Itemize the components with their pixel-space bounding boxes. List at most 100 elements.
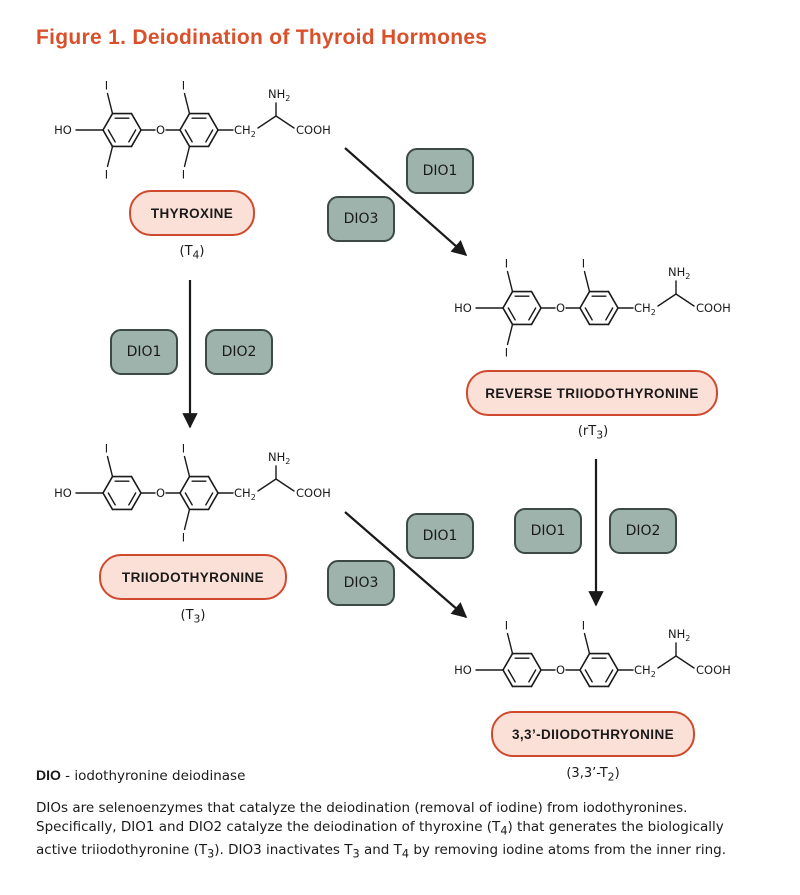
hydroxyl-label: HO	[54, 123, 72, 137]
bond	[130, 492, 142, 511]
enzyme-dio2-t4-t3: DIO2	[205, 329, 273, 375]
bond	[502, 290, 514, 309]
desc-text: ) that generates the biologically active…	[36, 819, 724, 858]
bond	[579, 290, 591, 309]
bond	[102, 475, 114, 494]
bond	[106, 92, 114, 115]
enzyme-dio1-t4-t3: DIO1	[110, 329, 178, 375]
bond	[502, 307, 514, 326]
bond	[179, 129, 191, 148]
legend: DIO - iodothyronine deiodinase	[36, 767, 245, 784]
bond	[257, 478, 277, 492]
abbr-sub: 2	[607, 770, 615, 784]
iodine-label: I	[505, 619, 508, 633]
bond	[506, 323, 514, 346]
description-paragraph: DIOs are selenoenzymes that catalyze the…	[36, 799, 766, 863]
carboxyl-label: COOH	[696, 301, 731, 315]
bond	[530, 669, 542, 688]
bond	[179, 492, 191, 511]
bond	[579, 669, 591, 688]
abbr-triiodothyronine: (T3)	[180, 608, 206, 626]
desc-text: and T	[359, 841, 402, 858]
bond	[257, 115, 277, 129]
desc-sub: 4	[500, 824, 508, 838]
bond	[130, 112, 142, 131]
bond	[179, 475, 191, 494]
bond	[107, 492, 116, 506]
abbr-thyroxine: (T4)	[179, 244, 205, 262]
oxygen-label: O	[556, 663, 565, 677]
bond	[207, 112, 219, 131]
compound-name: REVERSE TRIIODOTHYRONINE	[485, 385, 699, 401]
enzyme-dio2-rt3-t2: DIO2	[609, 508, 677, 554]
bond	[502, 652, 514, 671]
iodine-label: I	[182, 79, 185, 93]
enzyme-dio1-rt3-t2: DIO1	[514, 508, 582, 554]
bond	[530, 290, 542, 309]
carboxyl-label: COOH	[296, 486, 331, 500]
bond	[605, 669, 614, 683]
compound-diiodothyronine: 3,3’-DIIODOTHRYONINE	[491, 711, 695, 757]
iodine-label: I	[182, 167, 185, 181]
iodine-label: I	[582, 257, 585, 271]
bond	[607, 290, 619, 309]
bond	[657, 655, 677, 669]
compound-name: 3,3’-DIIODOTHRYONINE	[511, 726, 675, 742]
enzyme-dio1-t4-rt3: DIO1	[406, 148, 474, 194]
bond	[207, 492, 219, 511]
oxygen-label: O	[156, 486, 165, 500]
desc-sub: 3	[207, 847, 215, 861]
abbr-text: rT	[582, 424, 597, 439]
bond	[607, 307, 619, 326]
abbr-reverse-t3: (rT3)	[577, 424, 609, 442]
bond	[528, 307, 537, 321]
bond	[106, 145, 114, 168]
bond	[506, 270, 514, 293]
enzyme-dio3-t4-rt3: DIO3	[327, 196, 395, 242]
compound-thyroxine: THYROXINE	[129, 190, 255, 236]
bond	[106, 455, 114, 478]
amine-label: NH2	[668, 627, 690, 643]
iodine-label: I	[505, 257, 508, 271]
iodine-label: I	[505, 345, 508, 359]
enzyme-dio3-t3-t2: DIO3	[327, 560, 395, 606]
ch2-label: CH2	[234, 486, 256, 502]
bond	[183, 145, 191, 168]
bond	[675, 293, 695, 307]
bond	[605, 307, 614, 321]
abbr-text: T	[184, 244, 193, 259]
hydroxyl-label: HO	[54, 486, 72, 500]
bond	[107, 129, 116, 143]
bond	[130, 129, 142, 148]
legend-definition: - iodothyronine deiodinase	[60, 768, 246, 784]
bond	[675, 655, 695, 669]
compound-triiodothyronine: TRIIODOTHYRONINE	[99, 554, 287, 600]
bond	[205, 129, 214, 143]
amine-label: NH2	[668, 265, 690, 281]
description: DIOs are selenoenzymes that catalyze the…	[36, 799, 766, 863]
bond	[579, 307, 591, 326]
desc-text: by removing iodine atoms from the inner …	[409, 841, 726, 858]
hydroxyl-label: HO	[454, 663, 472, 677]
arrow-t4-to-rt3	[344, 147, 468, 257]
bond	[507, 307, 516, 321]
bond	[507, 669, 516, 683]
amine-label: NH2	[268, 87, 290, 103]
bond	[207, 475, 219, 494]
amine-label: NH2	[268, 450, 290, 466]
bond	[584, 669, 593, 683]
bond	[130, 475, 142, 494]
abbr-text: T	[185, 608, 194, 623]
figure-title: Figure 1. Deiodination of Thyroid Hormon…	[36, 26, 488, 49]
compound-name: THYROXINE	[150, 205, 234, 221]
bond	[275, 478, 295, 492]
compound-reverse-triiodothyronine: REVERSE TRIIODOTHYRONINE	[466, 370, 718, 416]
arrow-t3-to-t2	[344, 511, 468, 619]
desc-text: DIOs are selenoenzymes that catalyze the…	[36, 800, 688, 835]
iodine-label: I	[182, 530, 185, 544]
